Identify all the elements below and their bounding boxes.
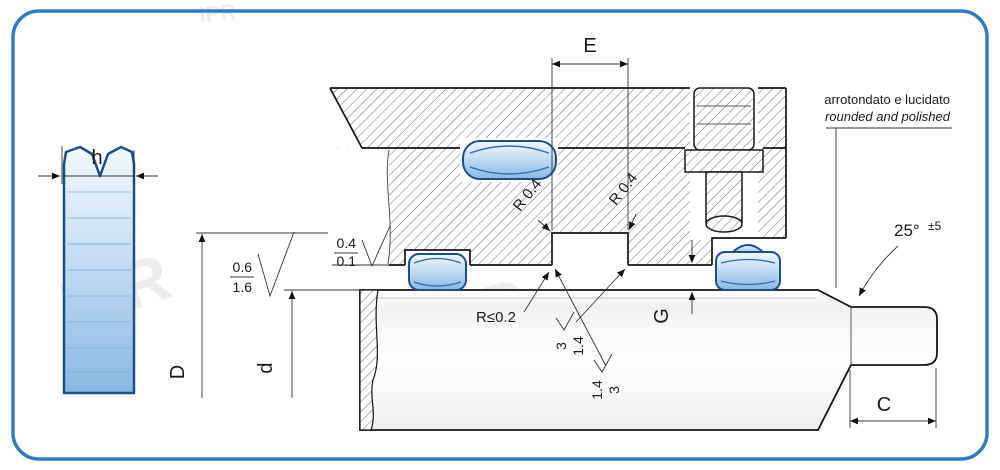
seal-profile-shading — [67, 191, 131, 373]
dim-E: E — [551, 35, 629, 230]
rod-seal-arc — [720, 280, 776, 286]
housing-lower-left-cut — [330, 148, 389, 266]
static-seal — [462, 140, 557, 180]
static-seal-body — [462, 140, 557, 180]
angle-tolerance: ±5 — [928, 219, 942, 233]
chamfer-callout-b: 1.4 3 — [554, 268, 622, 400]
chamfer-symbol-icon — [593, 353, 613, 373]
dim-E-label: E — [583, 35, 596, 57]
dim-d: d — [255, 289, 360, 398]
rod-body — [359, 289, 938, 431]
rod-seal-body — [715, 251, 781, 291]
housing-left-bevel — [329, 87, 363, 149]
note-english: rounded and polished — [825, 109, 951, 124]
static-seal-arc — [469, 145, 550, 154]
chamfer-value: 1.4 — [589, 380, 605, 400]
leader-line — [537, 219, 551, 232]
plug-shank — [705, 171, 743, 223]
plug-tip — [705, 215, 743, 233]
dim-C: C — [849, 368, 937, 428]
chamfer-value: 3 — [553, 342, 569, 350]
leader-line — [523, 271, 550, 313]
rod-section-break — [359, 289, 379, 431]
wiper-seal-arc — [413, 257, 462, 264]
rod-seal-arc — [720, 258, 776, 264]
leader-curve — [858, 245, 899, 297]
dim-h: h — [38, 146, 158, 184]
static-seal-arc — [469, 166, 550, 175]
roughness-symbol-icon — [361, 225, 391, 268]
seals — [62, 140, 781, 395]
seal-groove-outline — [551, 232, 629, 265]
rod-seal-groove-cavity — [552, 233, 628, 266]
seal-profile-detail — [62, 145, 136, 395]
finish-value: 0.4 — [337, 235, 357, 251]
dim-G-label: G — [651, 308, 673, 324]
chamfer-value: 3 — [606, 386, 622, 394]
leader-line — [554, 268, 607, 367]
chamfer-symbol-icon — [555, 311, 575, 331]
surface-finish-bore: 0.4 0.1 — [332, 225, 391, 269]
angle-value: 25° — [894, 221, 920, 240]
finish-value: 0.6 — [233, 259, 253, 275]
dim-h-label: h — [91, 147, 102, 169]
housing-outlines — [329, 87, 787, 266]
right-pocket-outline — [711, 237, 786, 265]
plug-fitting — [684, 87, 764, 233]
leader-line — [575, 268, 626, 323]
chamfer-callout-a: 3 1.4 — [553, 268, 626, 356]
surface-finish-seal: 0.6 1.6 — [230, 231, 295, 298]
dim-D: D — [167, 232, 328, 398]
plug-head — [693, 87, 755, 151]
wiper-seal — [408, 253, 467, 291]
leader-line — [628, 213, 637, 231]
dim-C-label: C — [877, 394, 891, 416]
plug-collar — [684, 149, 764, 173]
finish-value: 1.6 — [233, 279, 253, 295]
wiper-groove-outline — [404, 249, 471, 265]
page-border — [11, 9, 989, 461]
angle-callout: 25° ±5 — [858, 219, 942, 297]
rod-seal-right — [715, 244, 781, 291]
dim-D-label: D — [167, 365, 189, 379]
dim-d-label: d — [255, 362, 277, 373]
radius-max-label: R≤0.2 — [476, 309, 516, 326]
wiper-seal-arc — [413, 281, 462, 287]
finish-note: arrotondato e lucidato rounded and polis… — [824, 92, 952, 288]
housing-break-edge — [386, 149, 391, 265]
finish-value: 0.1 — [337, 253, 357, 269]
watermark-text: IPR — [198, 0, 237, 27]
wiper-seal-body — [408, 253, 467, 291]
rod — [359, 289, 938, 431]
note-italian: arrotondato e lucidato — [824, 92, 950, 107]
housing-section — [329, 86, 787, 266]
roughness-symbol-icon — [257, 231, 295, 298]
annotations: E h D d G — [38, 35, 952, 428]
dim-G: G — [651, 240, 696, 324]
chamfer-value: 1.4 — [570, 336, 586, 356]
